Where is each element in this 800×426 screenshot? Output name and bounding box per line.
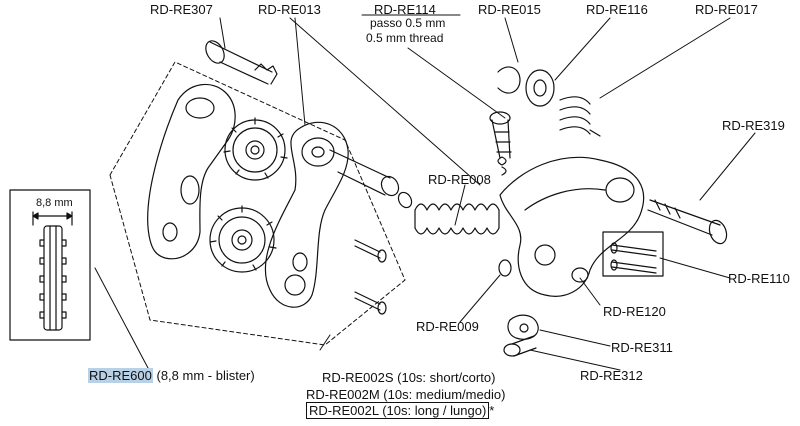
label-re600: RD-RE600 (8,8 mm - blister) — [88, 368, 255, 383]
derailleur-body — [499, 156, 645, 297]
label-re114-note-en: 0.5 mm thread — [366, 31, 444, 45]
label-re009: RD-RE009 — [416, 319, 479, 334]
part-re015-clip — [497, 66, 521, 94]
pulley-screw-2 — [354, 291, 387, 315]
part-re312-screw — [503, 335, 537, 357]
part-re319-bolt — [647, 199, 728, 245]
label-re002l: RD-RE002L (10s: long / lungo) — [306, 402, 490, 419]
label-re600-note: (8,8 mm - blister) — [156, 368, 255, 383]
label-re307: RD-RE307 — [150, 2, 213, 17]
part-re307-pin — [205, 40, 278, 85]
part-re110-screws — [602, 231, 664, 277]
label-re319: RD-RE319 — [722, 118, 785, 133]
part-re017-spring — [559, 96, 601, 137]
label-re120: RD-RE120 — [603, 304, 666, 319]
label-re017: RD-RE017 — [695, 2, 758, 17]
inner-cage-plate — [147, 83, 236, 260]
label-re114-note-it: passo 0.5 mm — [370, 16, 446, 30]
label-re311: RD-RE311 — [611, 340, 673, 355]
label-re116: RD-RE116 — [586, 2, 648, 17]
lower-pulley — [209, 205, 277, 273]
label-asterisk: * — [489, 403, 495, 418]
pulley-screw-1 — [354, 239, 387, 263]
label-dimension: 8,8 mm — [36, 197, 73, 209]
pulley-side-view — [39, 225, 67, 331]
label-re015: RD-RE015 — [478, 2, 541, 17]
label-re114: RD-RE114 — [374, 2, 436, 17]
part-re114-screw — [489, 111, 512, 176]
part-re009-washer — [498, 259, 512, 277]
label-re008: RD-RE008 — [428, 172, 491, 187]
label-re002s: RD-RE002S (10s: short/corto) — [322, 370, 496, 385]
label-re600-code: RD-RE600 — [88, 368, 153, 383]
cage-dashed-outline — [109, 61, 406, 346]
leader-lines — [94, 17, 756, 371]
label-re312: RD-RE312 — [580, 368, 643, 383]
upper-pulley — [223, 117, 288, 181]
label-re013: RD-RE013 — [258, 2, 321, 17]
pulley-inset-box — [9, 189, 91, 341]
label-re002l-row: RD-RE002L (10s: long / lungo)* — [306, 402, 495, 419]
label-re002m: RD-RE002M (10s: medium/medio) — [306, 387, 506, 402]
cage-pivot-shaft — [329, 149, 413, 209]
outer-cage-plate — [264, 121, 349, 308]
part-re116-bushing — [525, 69, 555, 107]
label-re110: RD-RE110 — [728, 271, 790, 286]
part-re008-spring — [414, 203, 500, 235]
